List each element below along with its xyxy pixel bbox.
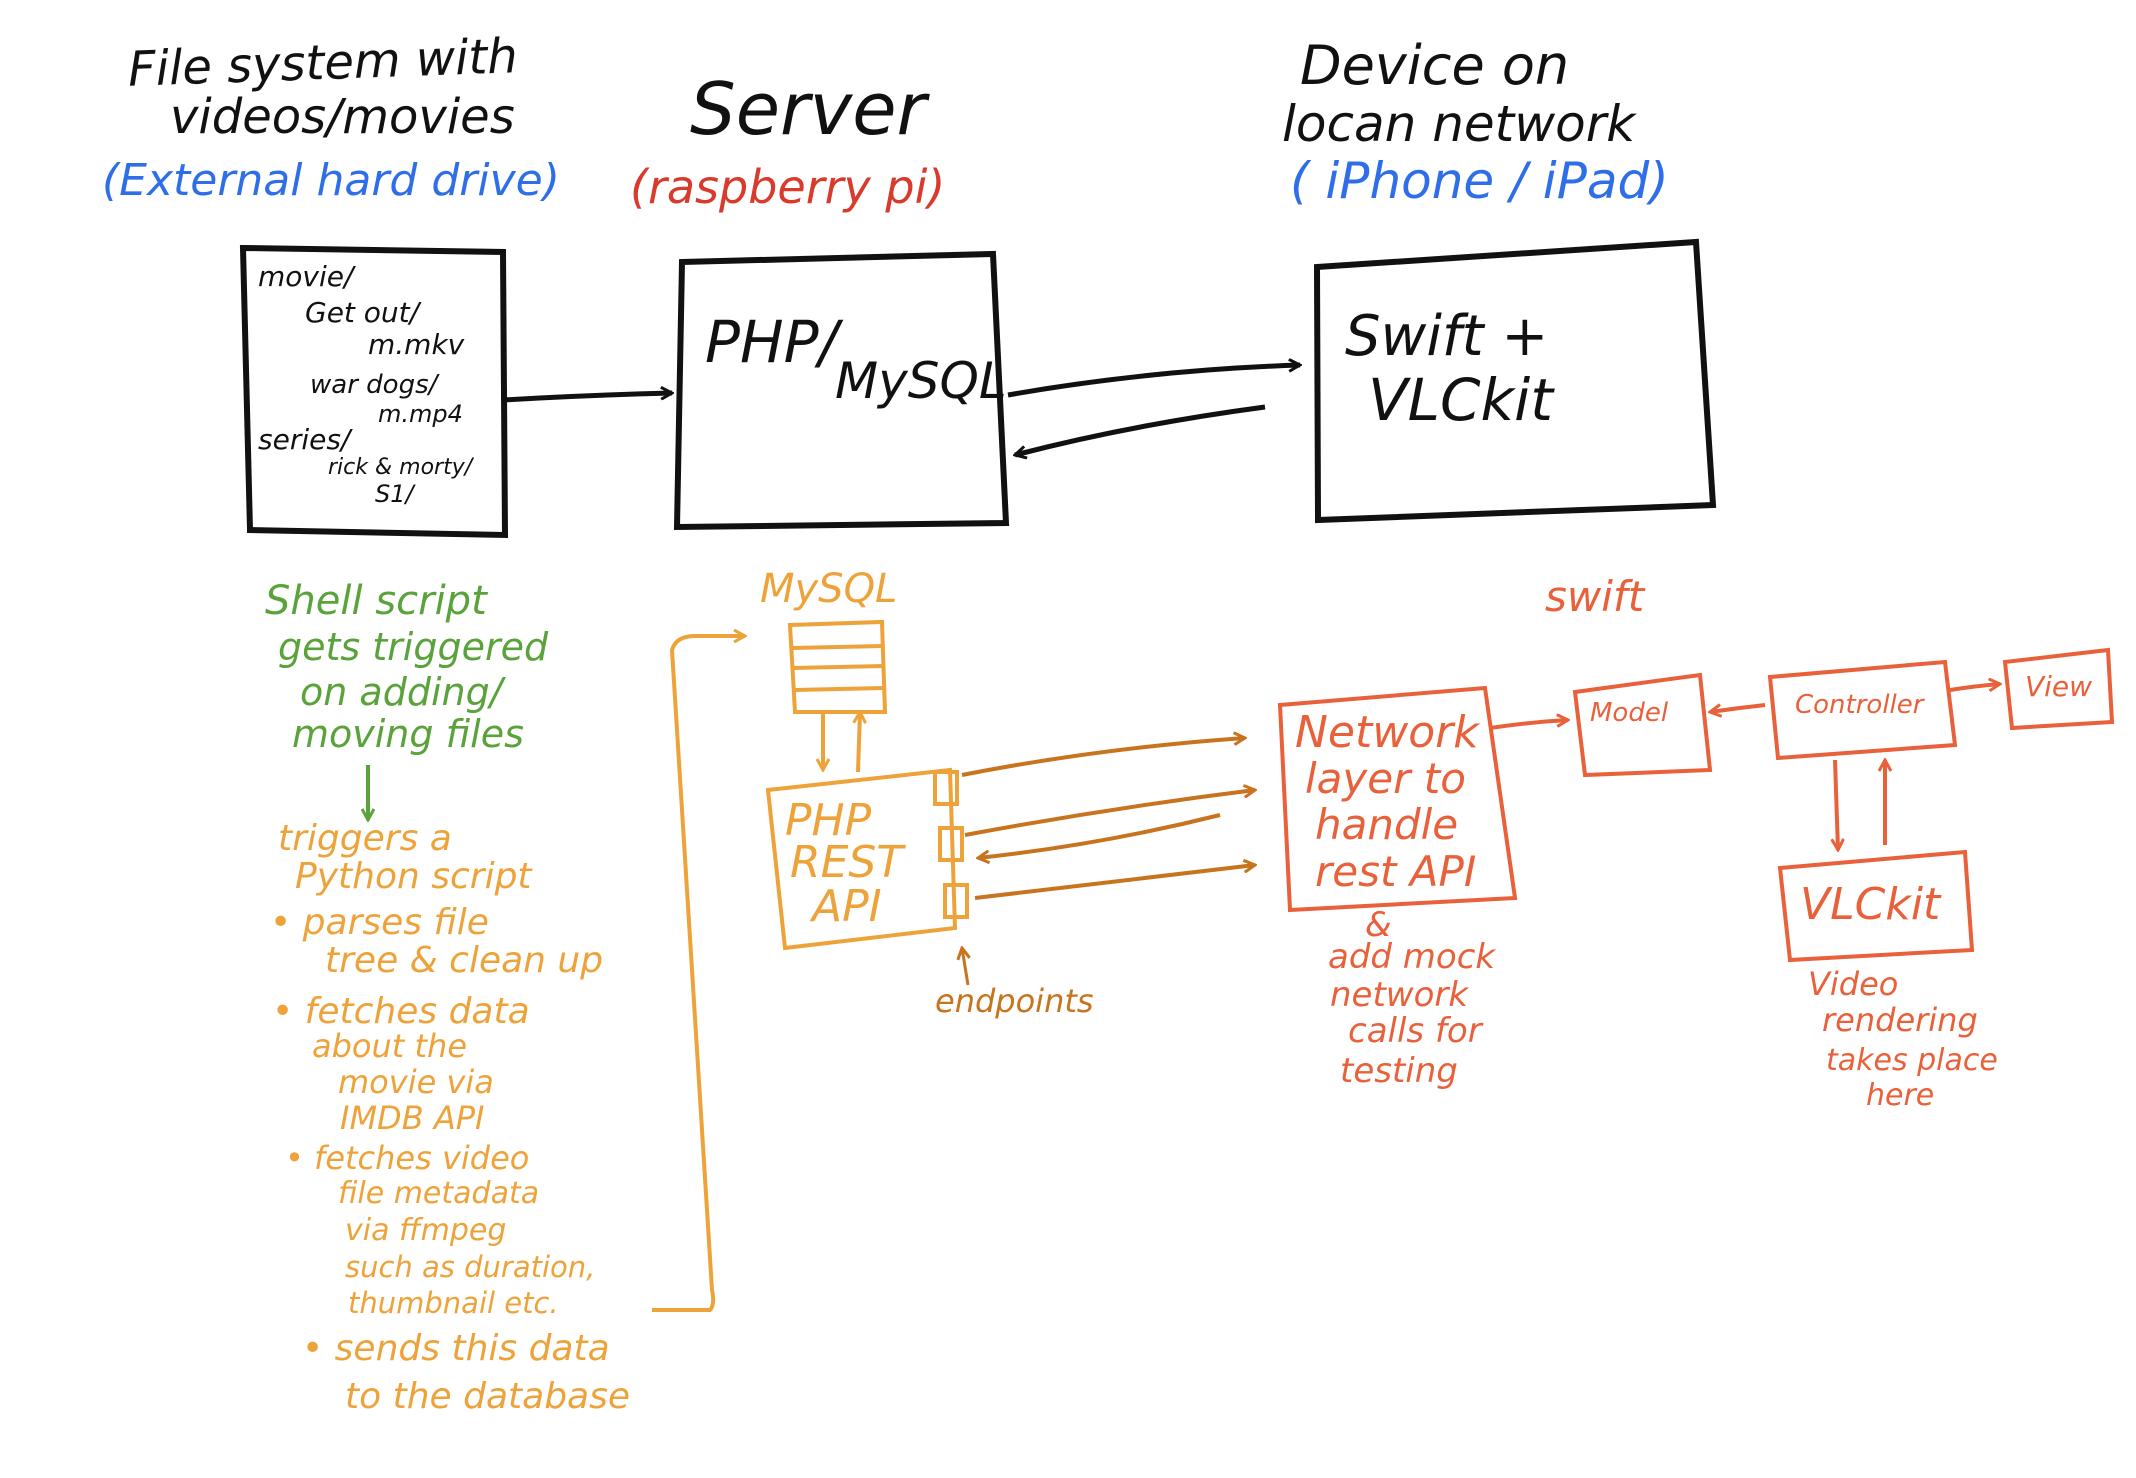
python-note-line: file metadata bbox=[338, 1176, 540, 1211]
network-note-line: & bbox=[1365, 905, 1392, 945]
swift-label: swift bbox=[1545, 572, 1645, 621]
shell-note-line: on adding/ bbox=[300, 670, 503, 714]
python-note-line: tree & clean up bbox=[325, 940, 604, 981]
php-rest-line: REST bbox=[790, 837, 904, 888]
server-box-php: PHP/ bbox=[705, 308, 839, 376]
tree-item: Get out/ bbox=[305, 296, 420, 329]
network-line: handle bbox=[1315, 800, 1459, 849]
device-to-server-arrow bbox=[1015, 404, 1266, 455]
tree-item: m.mkv bbox=[368, 328, 465, 361]
python-note-line: thumbnail etc. bbox=[348, 1286, 559, 1320]
filesystem-title-line2: videos/movies bbox=[170, 89, 515, 145]
endpoint-1 bbox=[933, 770, 959, 806]
server-to-device-arrow bbox=[1007, 365, 1300, 398]
tree-item: rick & morty/ bbox=[328, 455, 473, 480]
server-subtitle: (raspberry pi) bbox=[630, 160, 946, 214]
tree-item: series/ bbox=[258, 423, 351, 456]
endpoints-label: endpoints bbox=[935, 982, 1094, 1020]
shell-note-line: moving files bbox=[292, 712, 524, 756]
php-rest-line: PHP bbox=[785, 795, 872, 846]
python-note-line: • fetches data bbox=[272, 991, 530, 1032]
controller-to-view-arrow bbox=[1949, 684, 2000, 692]
device-title-line2: locan network bbox=[1282, 95, 1636, 153]
python-note-line: via ffmpeg bbox=[345, 1213, 507, 1248]
vlc-note-line: Video bbox=[1808, 965, 1899, 1003]
device-box bbox=[1313, 238, 1717, 524]
vlc-note-line: takes place bbox=[1826, 1043, 1998, 1078]
endpoint-arrow-1 bbox=[961, 738, 1245, 777]
vlc-note-line: here bbox=[1866, 1078, 1935, 1113]
endpoint-2 bbox=[938, 826, 964, 862]
filesystem-box bbox=[239, 244, 509, 539]
filesystem-subtitle: (External hard drive) bbox=[102, 155, 560, 206]
view-box bbox=[2002, 647, 2115, 731]
network-note-line: calls for bbox=[1348, 1011, 1482, 1051]
network-line: rest API bbox=[1315, 847, 1477, 896]
device-box-swift: Swift + bbox=[1345, 304, 1549, 369]
model-box bbox=[1572, 672, 1713, 778]
python-note-line: • sends this data bbox=[302, 1328, 610, 1369]
fs-to-server-arrow bbox=[502, 393, 672, 403]
vlckit-box bbox=[1777, 849, 1975, 963]
mysql-table-icon bbox=[787, 619, 888, 714]
controller-label: Controller bbox=[1795, 690, 1924, 720]
endpoint-arrow-3 bbox=[978, 813, 1221, 858]
view-label: View bbox=[2025, 670, 2093, 703]
server-box-mysql: MySQL bbox=[835, 352, 1007, 410]
python-note-line: to the database bbox=[345, 1376, 631, 1417]
model-label: Model bbox=[1590, 698, 1669, 728]
python-note-line: such as duration, bbox=[345, 1250, 596, 1284]
shell-note-line: Shell script bbox=[265, 578, 487, 624]
network-note-line: network bbox=[1330, 975, 1469, 1015]
device-subtitle: ( iPhone / iPad) bbox=[1290, 152, 1669, 210]
server-box bbox=[673, 250, 1010, 531]
python-note-line: about the bbox=[312, 1027, 468, 1065]
shell-note-line: gets triggered bbox=[278, 625, 549, 669]
python-note-line: movie via bbox=[338, 1063, 494, 1101]
server-title: Server bbox=[690, 67, 927, 151]
network-to-model-arrow bbox=[1489, 720, 1568, 730]
endpoint-arrow-4 bbox=[974, 865, 1255, 900]
python-note-line: IMDB API bbox=[340, 1099, 485, 1137]
python-note-line: • fetches video bbox=[285, 1139, 530, 1177]
mysql-label: MySQL bbox=[760, 566, 898, 612]
php-rest-api-box bbox=[765, 767, 958, 951]
python-note-line: triggers a bbox=[278, 818, 452, 859]
device-box-vlckit: VLCkit bbox=[1368, 366, 1553, 434]
filesystem-title-line1: File system with bbox=[127, 28, 519, 98]
python-note-line: Python script bbox=[295, 856, 532, 897]
tree-item: movie/ bbox=[258, 260, 354, 293]
network-layer-box bbox=[1277, 685, 1518, 913]
device-title-line1: Device on bbox=[1300, 34, 1570, 97]
tree-item: war dogs/ bbox=[310, 370, 438, 400]
controller-to-model-arrow bbox=[1710, 703, 1766, 712]
python-note-line: • parses file bbox=[270, 902, 489, 943]
controller-box bbox=[1767, 659, 1958, 761]
php-to-mysql-arrow bbox=[858, 712, 860, 773]
network-line: layer to bbox=[1305, 754, 1466, 803]
network-note-line: add mock bbox=[1328, 937, 1496, 977]
vlc-note-line: rendering bbox=[1822, 1001, 1978, 1039]
python-to-mysql-arrow bbox=[652, 636, 745, 1312]
tree-item: S1/ bbox=[375, 480, 414, 508]
endpoints-pointer-arrow bbox=[962, 948, 968, 986]
controller-to-vlckit-arrow bbox=[1835, 759, 1838, 850]
network-note-line: testing bbox=[1340, 1051, 1458, 1091]
endpoint-3 bbox=[943, 883, 969, 919]
tree-item: m.mp4 bbox=[378, 400, 463, 428]
endpoint-arrow-2 bbox=[964, 790, 1255, 837]
vlckit-label: VLCkit bbox=[1800, 879, 1941, 930]
php-rest-line: API bbox=[812, 881, 882, 932]
network-line: Network bbox=[1295, 707, 1479, 758]
